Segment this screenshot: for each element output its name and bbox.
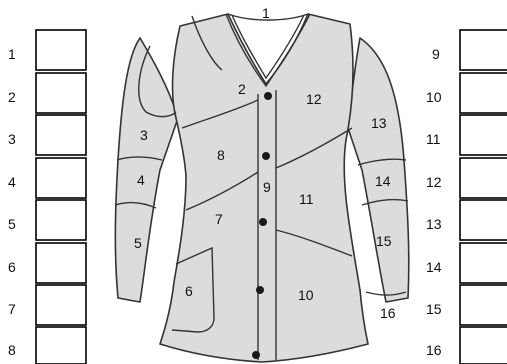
- label-left-sleeve-band: 4: [137, 172, 145, 188]
- label-left-lower-sleeve: 5: [134, 235, 142, 251]
- answer-box-6[interactable]: [36, 243, 86, 283]
- answer-box-9[interactable]: [460, 30, 507, 70]
- answer-box-2[interactable]: [36, 73, 86, 113]
- button-2: [262, 152, 270, 160]
- right-answer-column: 9 10 11 12 13 14 15 16: [426, 30, 507, 364]
- right-number-16: 16: [426, 342, 442, 358]
- answer-box-5[interactable]: [36, 200, 86, 240]
- left-number-4: 4: [8, 174, 16, 190]
- label-right-upper-front: 12: [306, 91, 322, 107]
- left-number-6: 6: [8, 259, 16, 275]
- button-1: [264, 92, 272, 100]
- left-number-7: 7: [8, 301, 16, 317]
- answer-box-7[interactable]: [36, 285, 86, 325]
- left-answer-column: 1 2 3 4 5 6 7 8: [8, 30, 86, 364]
- button-4: [256, 286, 264, 294]
- answer-box-13[interactable]: [460, 200, 507, 240]
- jacket-illustration: 1 2 3 4 5 6 7 8 9 10 11 12 13 14 15 16: [115, 5, 409, 362]
- label-right-lower-front: 10: [298, 287, 314, 303]
- answer-box-3[interactable]: [36, 115, 86, 155]
- right-number-10: 10: [426, 89, 442, 105]
- right-number-12: 12: [426, 174, 442, 190]
- label-right-middle-front: 11: [299, 191, 314, 207]
- answer-box-10[interactable]: [460, 73, 507, 113]
- left-number-5: 5: [8, 216, 16, 232]
- answer-box-12[interactable]: [460, 158, 507, 198]
- left-number-3: 3: [8, 131, 16, 147]
- right-number-9: 9: [432, 46, 440, 62]
- answer-box-14[interactable]: [460, 243, 507, 283]
- label-right-lower-sleeve: 15: [376, 233, 392, 249]
- label-left-upper-sleeve: 3: [140, 127, 148, 143]
- left-number-2: 2: [8, 89, 16, 105]
- label-placket: 9: [263, 179, 271, 195]
- right-number-15: 15: [426, 301, 442, 317]
- answer-box-16[interactable]: [460, 327, 507, 364]
- label-left-middle-front: 8: [217, 147, 225, 163]
- answer-box-15[interactable]: [460, 285, 507, 325]
- right-number-13: 13: [426, 216, 442, 232]
- right-number-14: 14: [426, 259, 442, 275]
- answer-box-4[interactable]: [36, 158, 86, 198]
- button-5: [252, 351, 260, 359]
- label-right-sleeve-band: 14: [375, 173, 391, 189]
- button-3: [259, 218, 267, 226]
- left-number-8: 8: [8, 342, 16, 358]
- answer-box-1[interactable]: [36, 30, 86, 70]
- label-right-upper-sleeve: 13: [371, 115, 387, 131]
- label-left-lower-front: 7: [215, 211, 223, 227]
- label-cuff: 16: [380, 305, 396, 321]
- answer-box-8[interactable]: [36, 327, 86, 364]
- left-number-1: 1: [8, 46, 16, 62]
- right-sleeve: [348, 38, 409, 302]
- answer-box-11[interactable]: [460, 115, 507, 155]
- label-front-yoke-left: 2: [238, 81, 246, 97]
- right-number-11: 11: [426, 131, 441, 147]
- label-collar: 1: [262, 5, 270, 21]
- label-pocket: 6: [185, 283, 193, 299]
- left-sleeve: [115, 38, 178, 302]
